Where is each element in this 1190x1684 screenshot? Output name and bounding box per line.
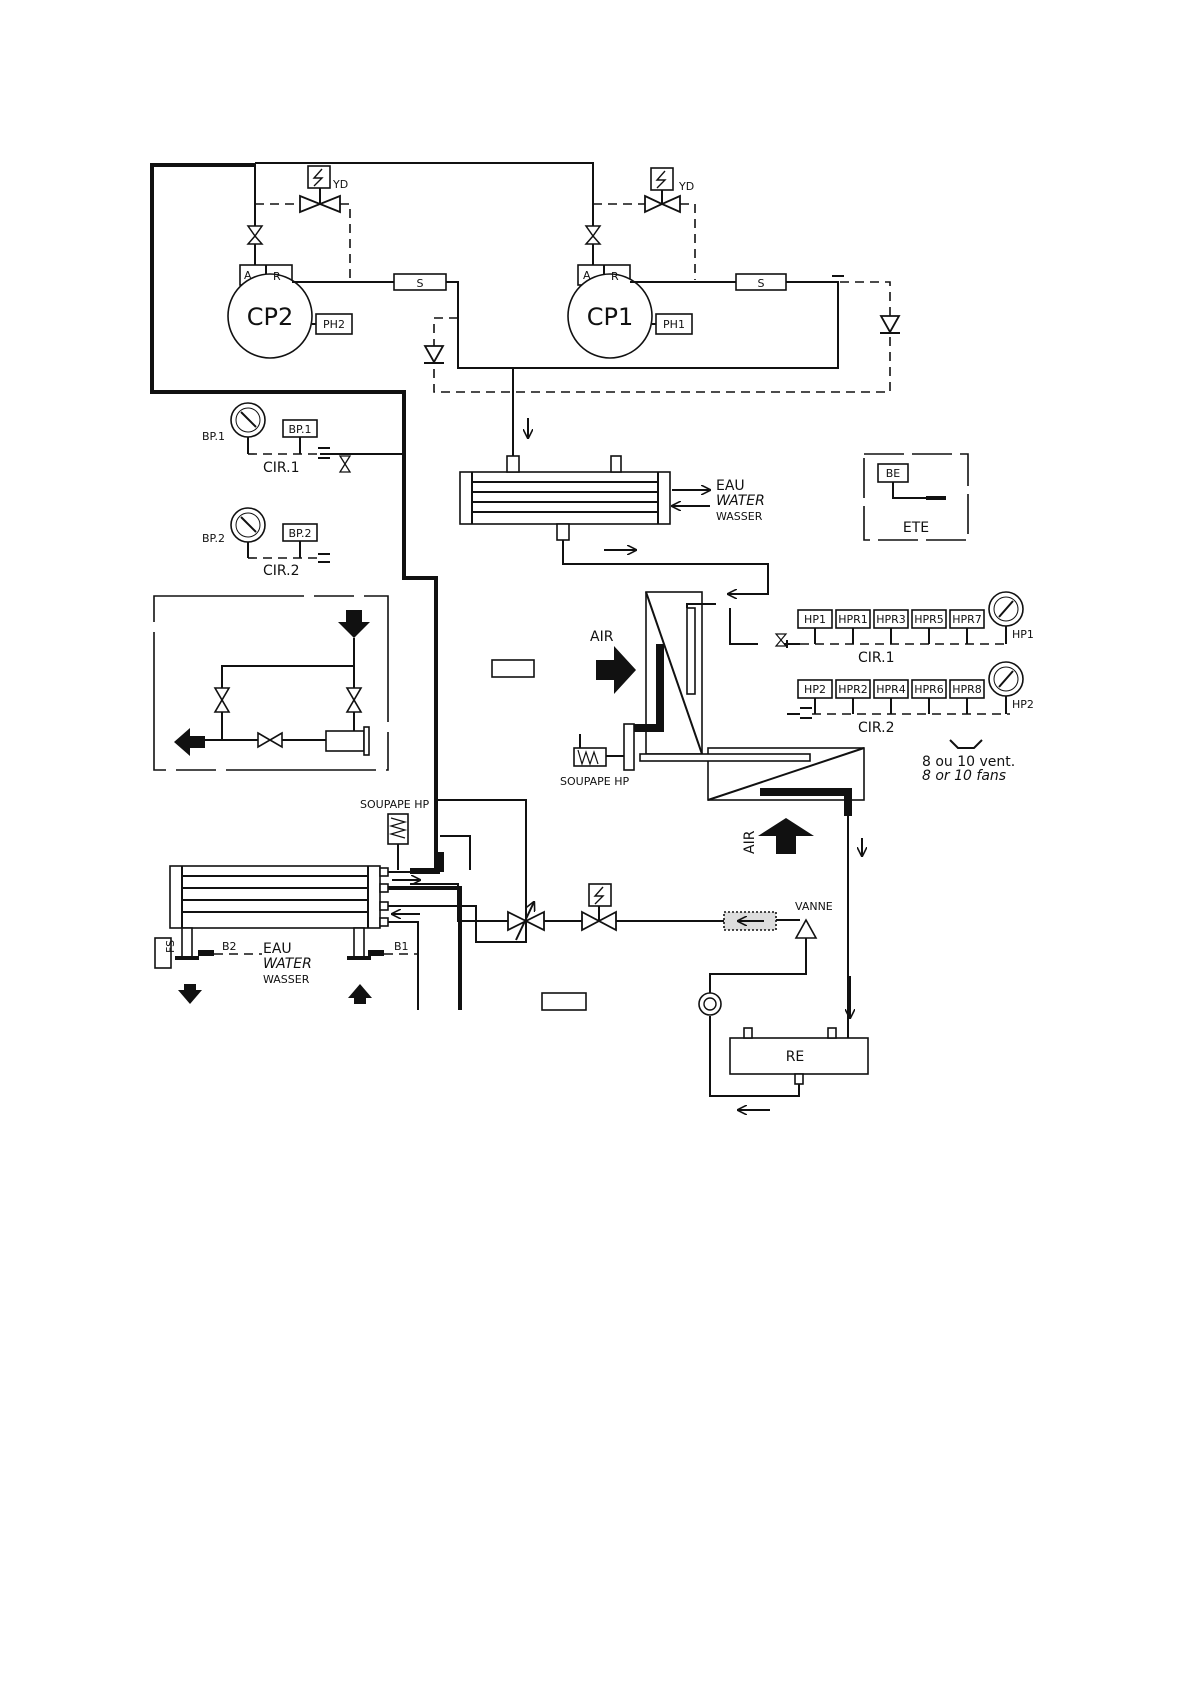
water-eau-label: EAU [716,478,745,494]
yd-label-right: YD [678,180,694,193]
soupape-lower-label: SOUPAPE HP [360,798,429,811]
cp2-suction-valve [248,236,262,244]
air-label-bottom: AIR [742,830,758,854]
pressostat-label: HP2 [804,683,826,696]
bp2-gauge-label: BP.2 [202,532,225,545]
pressostat-label: HPR4 [876,683,906,696]
fans-label-en: 8 or 10 fans [922,768,1006,784]
detail-valve-3 [258,733,282,747]
detail-valve-1 [215,688,229,712]
bp1-gauge-label: BP.1 [202,430,225,443]
bp2-gauge [231,508,265,558]
cp1-label: CP1 [587,303,634,331]
water-condenser-upper [460,456,670,540]
vanne-label: VANNE [795,900,833,913]
water-eau-label-lower: EAU [263,941,292,957]
cp1-r-label: R [611,270,619,283]
bp1-gauge [231,403,265,454]
cp2-suction-valve [248,226,262,236]
vanne-valve [792,920,816,938]
pressostat-row-cir2: HP2 HPR2 HPR4 HPR6 HPR8 [798,680,984,714]
bypass-dashed-line [434,282,890,392]
water-out-arrow [178,984,202,1004]
cp1-a-label: A [583,269,591,282]
soupape-upper-label: SOUPAPE HP [560,775,629,788]
water-wasser-label: WASSER [716,510,763,523]
pressostat-label: HPR6 [914,683,944,696]
check-valve-right [880,316,900,333]
pressostat-label: HPR5 [914,613,944,626]
water-wasser-label-lower: WASSER [263,973,310,986]
cp1-suction-valve [586,236,600,244]
cp2-r-label: R [273,270,281,283]
bp2-switch-label: BP.2 [289,527,312,540]
ph1-label: PH1 [663,318,685,331]
bp1-switch-label: BP.1 [289,423,312,436]
water-water-label-lower: WATER [263,956,312,972]
cir2-label-right: CIR.2 [858,720,895,736]
air-label-top: AIR [590,629,614,645]
pressostat-label: HPR7 [952,613,982,626]
pressostat-label: HP1 [804,613,826,626]
discharge-line [292,282,838,368]
liquid-solenoid-valve [582,884,616,930]
cp2-label: CP2 [247,303,294,331]
detail-valve-2 [347,688,361,712]
soupape-hp-lower [388,814,408,870]
yd-valve-right [645,168,680,212]
yd-label-left: YD [332,178,348,191]
fs-label: FS [164,940,177,953]
soupape-hp-upper [574,724,634,770]
pressostat-row-cir1: HP1 HPR1 HPR3 HPR5 HPR7 [798,610,984,644]
check-valve-left [424,346,444,363]
detail-filter [326,731,364,751]
receiver-re-label: RE [786,1049,805,1065]
cp2-a-label: A [244,269,252,282]
air-condenser-cir2 [640,748,864,816]
ete-label: ETE [903,520,929,536]
air-arrow-right [596,646,636,694]
air-condenser-cir1 [634,592,716,754]
hp1-gauge-label: HP1 [1012,628,1034,641]
pressostat-label: HPR3 [876,613,906,626]
pressostat-label: HPR8 [952,683,982,696]
top-suction-line [255,163,593,230]
cir1-label-bp: CIR.1 [263,460,300,476]
hp2-gauge-label: HP2 [1012,698,1034,711]
water-water-label: WATER [716,493,765,509]
main-return-line [152,165,436,870]
be-label: BE [886,467,901,480]
sight-glass [699,993,721,1015]
ph2-label: PH2 [323,318,345,331]
pressostat-label: HPR2 [838,683,868,696]
water-in-arrow [348,984,372,1004]
cir1-label-right: CIR.1 [858,650,895,666]
cp1-suction-valve [586,226,600,236]
b1-label: B1 [394,940,409,953]
pressostat-label: HPR1 [838,613,868,626]
muffler-s-right-label: S [758,277,765,290]
muffler-s-left-label: S [417,277,424,290]
cir2-label-bp: CIR.2 [263,563,300,579]
air-arrow-up [758,818,814,854]
b2-label: B2 [222,940,237,953]
